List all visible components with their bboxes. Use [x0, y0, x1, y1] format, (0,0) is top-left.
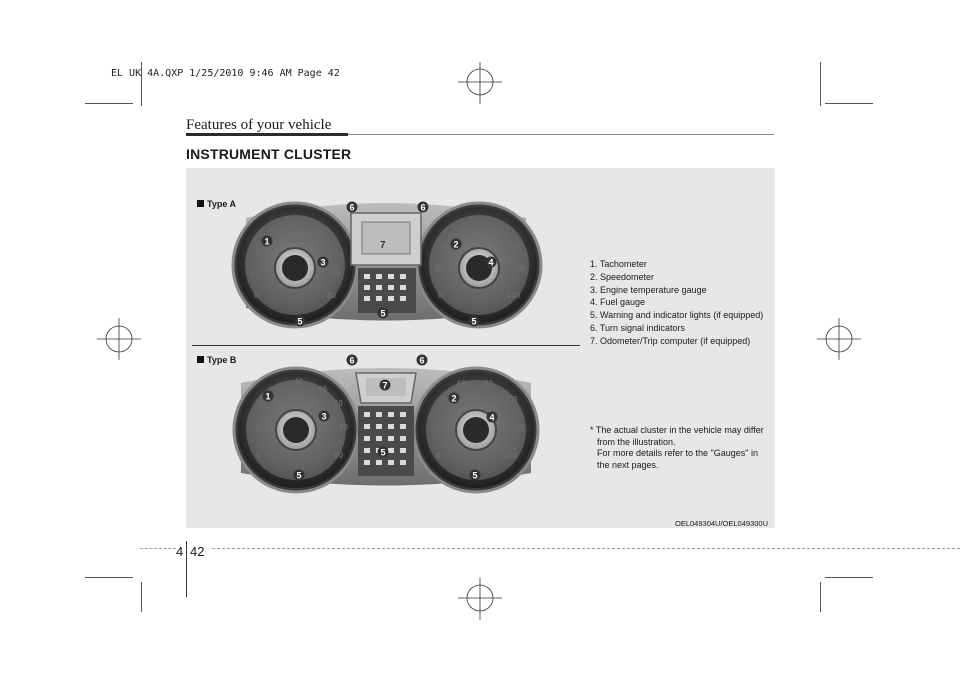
svg-text:60: 60	[462, 225, 471, 234]
svg-text:50: 50	[318, 385, 327, 394]
svg-text:0: 0	[256, 451, 261, 460]
svg-text:0: 0	[438, 291, 443, 300]
svg-text:20: 20	[258, 399, 267, 408]
svg-text:30: 30	[269, 229, 278, 238]
callout-5: 5	[298, 317, 303, 327]
svg-text:100: 100	[504, 395, 518, 404]
title-rule-thin	[348, 134, 774, 135]
callout-5: 5	[473, 471, 478, 481]
svg-text:20: 20	[432, 423, 441, 432]
callout-6: 6	[350, 356, 355, 366]
legend-item-fuel-gauge: 4. Fuel gauge	[590, 297, 646, 308]
svg-text:80: 80	[334, 451, 343, 460]
callout-6: 6	[420, 356, 425, 366]
callout-5: 5	[472, 317, 477, 327]
legend-item-odometer: 7. Odometer/Trip computer (if equipped)	[590, 335, 751, 346]
type-a-label: Type A	[197, 199, 236, 209]
page-heading: INSTRUMENT CLUSTER	[186, 146, 352, 162]
legend-item-tachometer: 1. Tachometer	[590, 259, 647, 269]
print-header: EL UK 4A.QXP 1/25/2010 9:46 AM Page 42	[111, 68, 340, 79]
callouts-type-b: 1 2 3 4 5 5 5 6 6 7	[262, 354, 498, 481]
svg-text:40: 40	[290, 222, 299, 231]
svg-text:30: 30	[273, 385, 282, 394]
title-rule	[186, 133, 348, 136]
footer-dash-right	[212, 548, 960, 549]
callouts-type-a: 1 2 3 4 5 5 5 6 6 7	[261, 201, 497, 327]
svg-text:60: 60	[334, 399, 343, 408]
callout-2: 2	[454, 240, 459, 250]
page-number: 42	[190, 544, 205, 559]
type-b-label: Type B	[197, 355, 236, 365]
callout-4: 4	[489, 258, 494, 268]
callout-2: 2	[452, 394, 457, 404]
chapter-number: 4	[176, 544, 184, 559]
legend-item-turn-signals: 6. Turn signal indicators	[590, 322, 686, 333]
legend-list: 1. Tachometer 2. Speedometer 3. Engine t…	[590, 258, 763, 348]
svg-text:70: 70	[332, 269, 341, 278]
callout-7: 7	[380, 240, 386, 251]
section-title: Features of your vehicle	[186, 117, 332, 133]
illustration-note: * The actual cluster in the vehicle may …	[590, 425, 764, 470]
svg-text:100: 100	[507, 241, 521, 250]
svg-text:10: 10	[249, 269, 258, 278]
footer-dash-left	[140, 548, 176, 549]
svg-text:70: 70	[339, 423, 348, 432]
svg-text:10: 10	[254, 423, 263, 432]
svg-text:60: 60	[327, 247, 336, 256]
svg-text:120: 120	[511, 423, 525, 432]
callout-5: 5	[381, 309, 386, 319]
svg-text:50: 50	[312, 229, 321, 238]
legend-item-speedometer: 2. Speedometer	[590, 271, 655, 282]
svg-text:20: 20	[254, 247, 263, 256]
svg-text:120: 120	[513, 264, 527, 273]
svg-text:1/min x100: 1/min x100	[284, 239, 315, 245]
svg-text:80: 80	[484, 379, 493, 388]
legend-item-warning-lights: 5. Warning and indicator lights (if equi…	[590, 310, 764, 321]
callout-1: 1	[265, 237, 270, 247]
svg-text:80: 80	[327, 291, 336, 300]
callout-5: 5	[381, 448, 386, 458]
callout-1: 1	[266, 392, 271, 402]
svg-text:MPH: MPH	[469, 239, 482, 245]
callout-3: 3	[321, 258, 326, 268]
svg-text:1/min x100: 1/min x100	[284, 398, 315, 404]
callout-6: 6	[421, 203, 426, 213]
svg-text:140: 140	[504, 451, 518, 460]
svg-text:40: 40	[294, 377, 303, 386]
legend-item-temperature-gauge: 3. Engine temperature gauge	[590, 284, 707, 295]
svg-text:40: 40	[442, 241, 451, 250]
callout-7: 7	[383, 381, 388, 391]
svg-text:60: 60	[457, 379, 466, 388]
cluster-type-b: 1/min x100 0 10 20 30 40 50 60 70 80 0 20 40 60 8…	[232, 366, 540, 494]
svg-text:140: 140	[507, 291, 521, 300]
svg-text:0: 0	[436, 451, 441, 460]
callout-3: 3	[322, 412, 327, 422]
footer-divider	[186, 541, 187, 597]
image-code: OEL049304U/OEL049300U	[675, 519, 768, 528]
type-divider	[192, 345, 580, 346]
svg-text:40: 40	[438, 395, 447, 404]
svg-text:20: 20	[434, 264, 443, 273]
svg-text:0: 0	[254, 291, 259, 300]
callout-4: 4	[490, 413, 495, 423]
callout-5: 5	[297, 471, 302, 481]
callout-6: 6	[350, 203, 355, 213]
svg-text:80: 80	[487, 225, 496, 234]
